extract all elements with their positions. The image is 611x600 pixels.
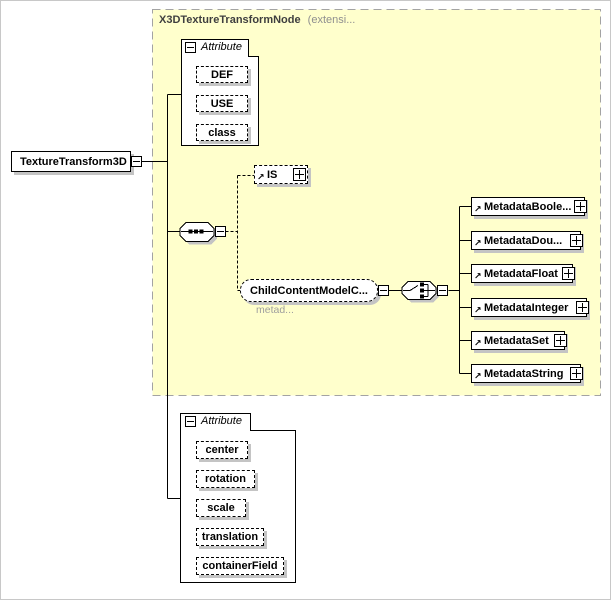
reference-arrow-icon: ↗ [474,339,482,349]
attribute-node-translation[interactable]: translation [196,528,264,546]
element-label: MetadataString [484,367,564,380]
element-label: MetadataBoole... [484,200,572,213]
choice-indicator[interactable] [401,281,439,303]
expand-icon[interactable] [554,334,567,347]
element-node-texturetransform3d[interactable]: TextureTransform3D [11,151,131,172]
element-label: MetadataFloat [484,267,558,280]
reference-arrow-icon: ↗ [474,306,482,316]
attribute-node-rotation[interactable]: rotation [196,470,255,488]
collapse-icon[interactable] [131,156,142,167]
expand-icon[interactable] [574,200,587,213]
element-node-metadatainteger[interactable]: ↗ MetadataInteger [471,298,589,317]
expand-icon[interactable] [570,234,583,247]
dashed-connectors [225,175,254,291]
collapse-icon[interactable] [378,285,389,296]
group-label: ChildContentModelC... [250,284,368,297]
element-node-metadataset[interactable]: ↗ MetadataSet [471,331,567,350]
attribute-node-use[interactable]: USE [196,95,248,112]
attribute-label: scale [207,502,235,514]
element-node-metadatastring[interactable]: ↗ MetadataString [471,364,583,383]
group-node-childcontentmodel[interactable]: ChildContentModelC... [240,279,378,302]
attribute-label: translation [201,531,259,543]
attribute-node-def[interactable]: DEF [196,66,248,83]
element-node-metadatadouble[interactable]: ↗ MetadataDou... [471,231,583,250]
attribute-label: DEF [211,68,233,81]
attribute-group-bottom-header: Attribute [201,415,242,427]
element-label: MetadataInteger [484,301,569,314]
expand-icon[interactable] [562,267,575,280]
attribute-group-top-header: Attribute [201,41,242,53]
attribute-node-class[interactable]: class [196,124,248,141]
choice-icon-dots [420,282,424,299]
choice-icon [403,284,435,297]
element-label: IS [267,168,278,181]
sequence-icon [181,229,213,234]
base-type-suffix: (extensi... [307,14,356,26]
solid-connectors [142,94,471,499]
element-label: MetadataSet [484,334,549,347]
attribute-node-scale[interactable]: scale [196,499,246,517]
attribute-label: rotation [205,473,246,485]
attribute-node-containerfield[interactable]: containerField [196,557,284,575]
reference-arrow-icon: ↗ [474,239,482,249]
reference-arrow-icon: ↗ [257,173,265,183]
element-node-metadataboolean[interactable]: ↗ MetadataBoole... [471,197,587,216]
attribute-label: class [208,126,236,139]
base-type-name: X3DTextureTransformNode [159,14,301,26]
attribute-label: USE [210,97,234,110]
collapse-icon[interactable] [437,285,448,296]
occurrence-annotation: metad... [256,304,294,316]
expand-icon[interactable] [570,367,583,380]
reference-arrow-icon: ↗ [474,205,482,215]
element-node-is[interactable]: ↗ IS [254,165,308,184]
attribute-label: center [205,444,239,456]
element-label: TextureTransform3D [20,155,127,168]
collapse-icon[interactable] [215,226,226,237]
reference-arrow-icon: ↗ [474,372,482,382]
sequence-indicator[interactable] [179,222,217,245]
attribute-label: containerField [202,560,278,572]
collapse-icon[interactable] [185,416,196,427]
reference-arrow-icon: ↗ [474,272,482,282]
expand-icon[interactable] [576,301,589,314]
base-type-group-title: X3DTextureTransformNode (extensi... [159,14,355,26]
element-node-metadatafloat[interactable]: ↗ MetadataFloat [471,264,575,283]
collapse-icon[interactable] [185,42,196,53]
expand-icon[interactable] [293,168,306,181]
element-label: MetadataDou... [484,234,563,247]
attribute-node-center[interactable]: center [196,441,248,459]
